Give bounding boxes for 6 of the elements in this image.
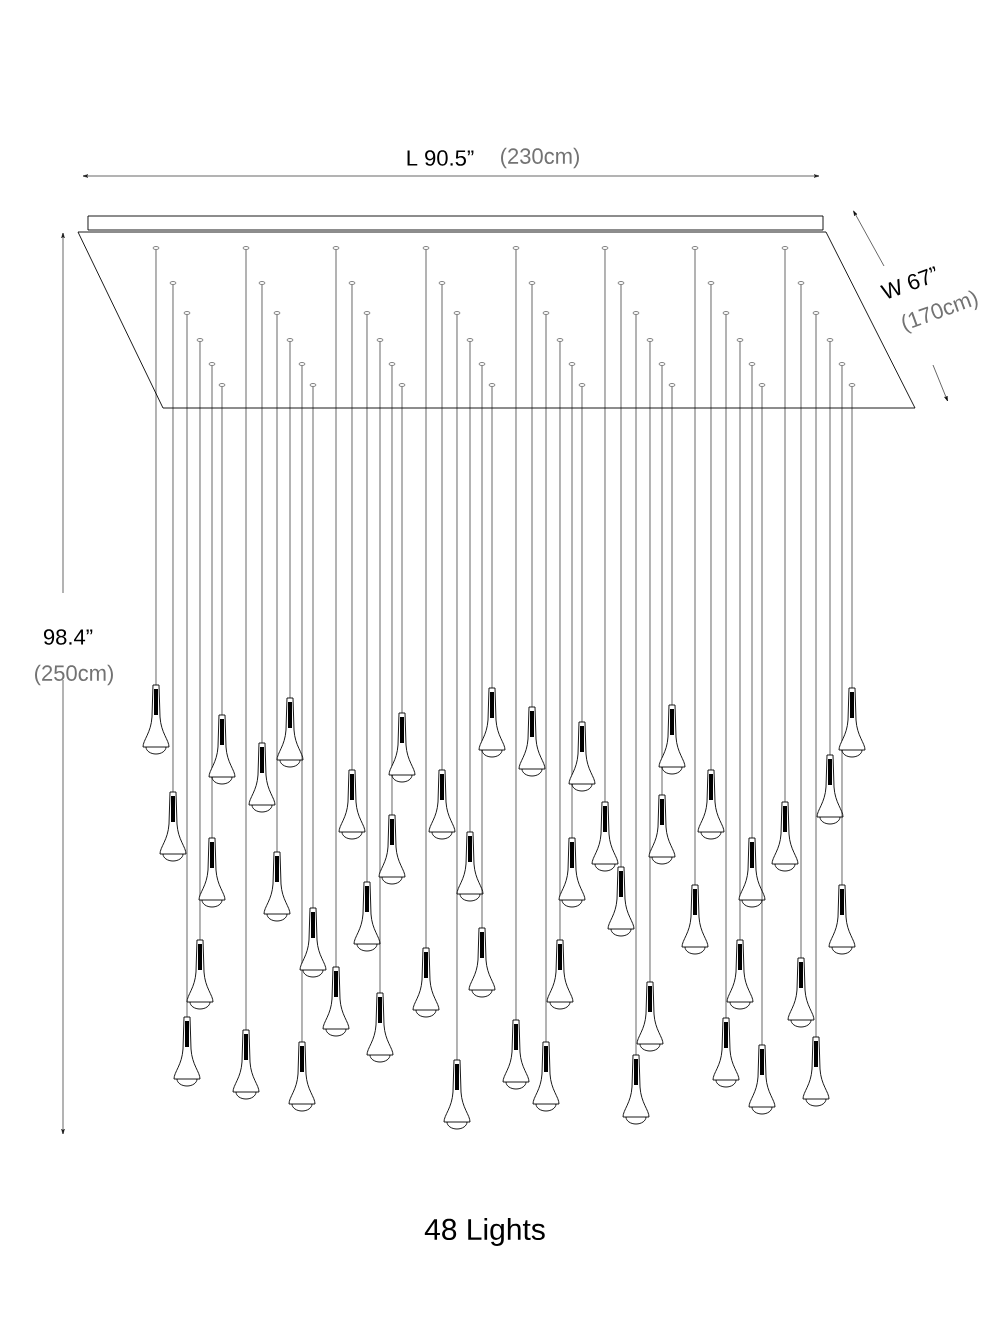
caption: 48 Lights	[424, 1218, 545, 1246]
dimension-label: L 90.5”	[407, 150, 474, 166]
dimension-label: (230cm)	[501, 147, 579, 169]
dimension-label: 98.4”	[43, 629, 93, 645]
dimension-label: (250cm)	[35, 664, 113, 686]
dimension-label: W 67”	[879, 266, 936, 299]
